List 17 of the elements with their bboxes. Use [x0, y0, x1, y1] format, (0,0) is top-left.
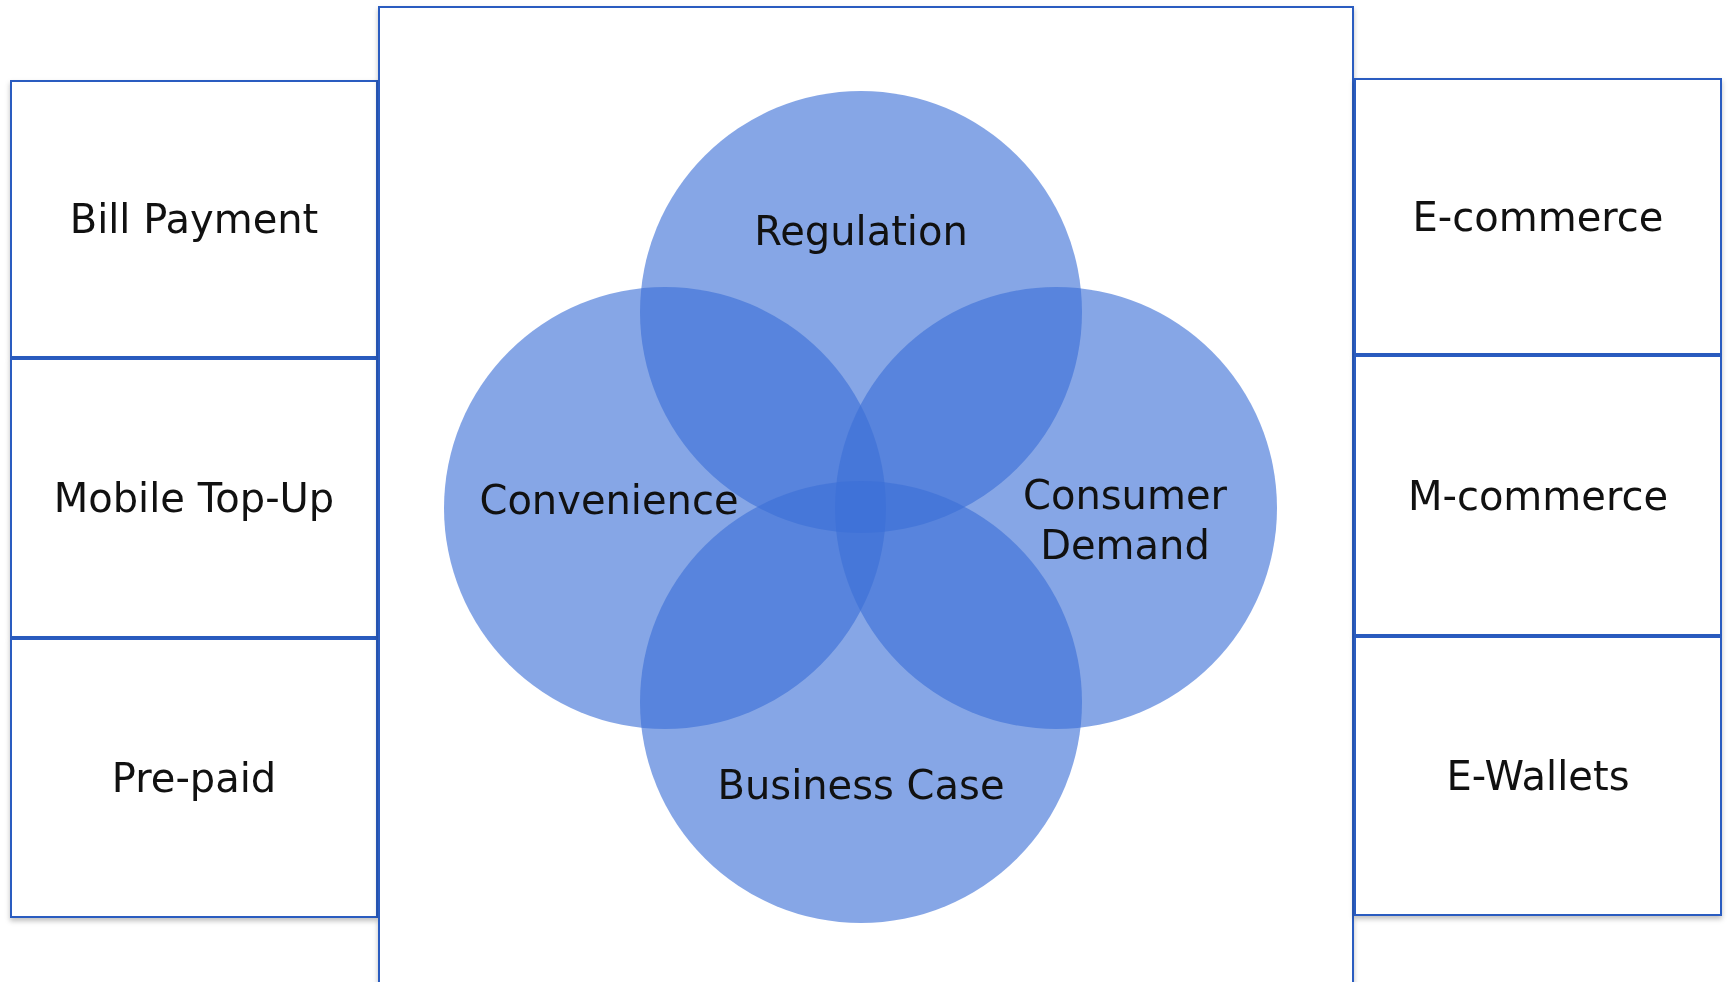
frame-panel [378, 6, 1354, 982]
circle-label: Regulation [753, 207, 969, 256]
category-box [1354, 636, 1722, 916]
category-box [10, 638, 378, 918]
circle-label: Convenience [478, 476, 740, 525]
category-box [1354, 78, 1722, 355]
category-box [1354, 355, 1722, 636]
category-label: Pre-paid [111, 755, 277, 801]
category-label: M-commerce [1407, 472, 1669, 519]
category-label: E-Wallets [1446, 753, 1630, 799]
category-box [10, 80, 378, 358]
category-label: E-commerce [1412, 193, 1664, 240]
circle-label: Business Case [716, 761, 1006, 810]
category-label: Mobile Top-Up [53, 475, 335, 521]
category-label: Bill Payment [69, 196, 319, 242]
category-box [10, 358, 378, 638]
circle-label: Consumer Demand [1022, 471, 1228, 570]
